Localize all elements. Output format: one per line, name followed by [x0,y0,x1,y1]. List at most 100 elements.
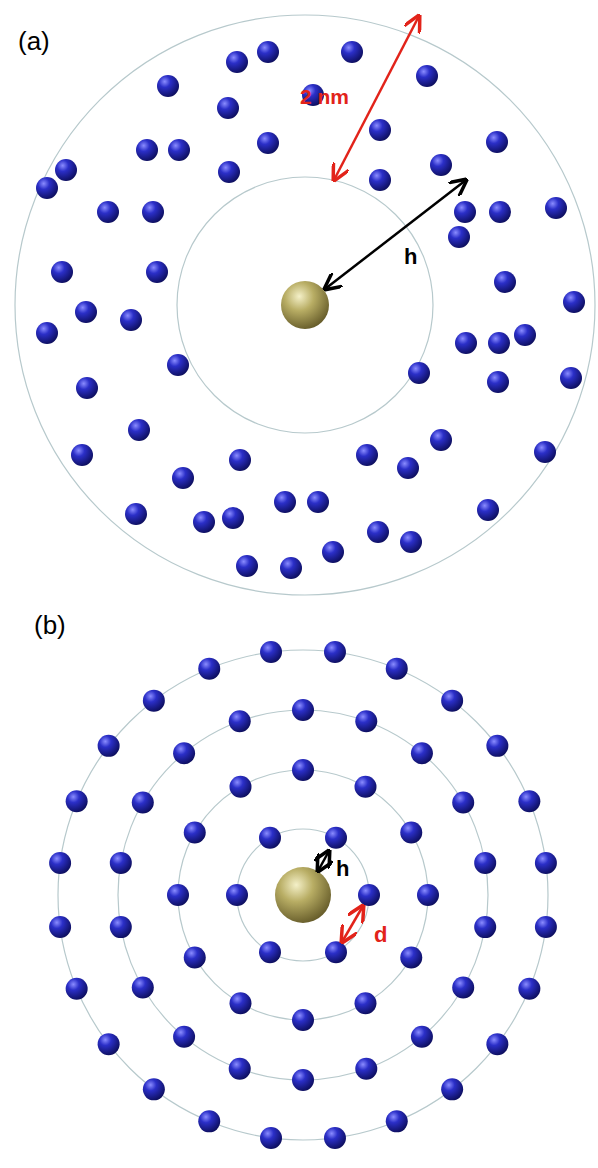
blue-particle [257,41,279,63]
blue-particle [36,322,58,344]
blue-particle [236,555,258,577]
blue-particle [260,641,282,663]
blue-particle [259,941,281,963]
blue-particle [560,367,582,389]
blue-particle [486,131,508,153]
blue-particle [217,97,239,119]
blue-particle [486,1033,508,1055]
blue-particle [173,742,195,764]
blue-particle [411,1026,433,1048]
blue-particle [325,941,347,963]
blue-particle [386,1110,408,1132]
blue-particle [417,884,439,906]
blue-particle [441,690,463,712]
blue-particle [146,261,168,283]
blue-particle [75,301,97,323]
spacing-arrow [342,906,363,942]
blue-particle [324,1127,346,1149]
blue-particle [454,201,476,223]
blue-particle [51,261,73,283]
blue-particle [563,291,585,313]
blue-particle [400,531,422,553]
blue-particle [355,776,377,798]
blue-particle [322,541,344,563]
blue-particle [489,201,511,223]
spacing-label: d [374,924,387,946]
blue-particle [280,557,302,579]
blue-particle [477,499,499,521]
blue-particle [98,735,120,757]
blue-particle [356,444,378,466]
blue-particle [136,139,158,161]
blue-particle [488,332,510,354]
blue-particle [474,916,496,938]
ring [178,770,428,1020]
blue-particle [341,41,363,63]
blue-particle [132,977,154,999]
blue-particle [76,377,98,399]
blue-particle [452,792,474,814]
blue-particle [184,822,206,844]
blue-particle [400,947,422,969]
blue-particle [386,658,408,680]
blue-particle [514,324,536,346]
blue-particle [128,419,150,441]
blue-particle [358,884,380,906]
blue-particle [198,1110,220,1132]
blue-particle [49,852,71,874]
blue-particle [430,429,452,451]
gold-particle [281,281,329,329]
blue-particle [534,441,556,463]
blue-particle [167,354,189,376]
blue-particle [143,690,165,712]
blue-particle [230,992,252,1014]
blue-particle [167,884,189,906]
blue-particle [230,776,252,798]
distance-arrow [325,180,466,289]
outer-circle [15,15,595,595]
blue-particle [369,169,391,191]
blue-particle [120,309,142,331]
blue-particle [110,916,132,938]
blue-particle [411,742,433,764]
blue-particle [397,457,419,479]
blue-particle [416,65,438,87]
blue-particle [367,521,389,543]
blue-particle [545,197,567,219]
ring [237,829,369,961]
blue-particle [355,710,377,732]
blue-particle [168,139,190,161]
gold-particle [275,867,331,923]
blue-particle [535,916,557,938]
blue-particle [173,1026,195,1048]
blue-particle [229,449,251,471]
blue-particle [66,978,88,1000]
blue-particle [518,790,540,812]
blue-particle [257,132,279,154]
blue-particle [36,177,58,199]
blue-particle [229,1058,251,1080]
blue-particle [355,992,377,1014]
dimension-label: 2 nm [300,86,349,107]
blue-particle [142,201,164,223]
blue-particle [184,947,206,969]
blue-particle [400,822,422,844]
blue-particle [292,1009,314,1031]
blue-particle [198,658,220,680]
distance-arrow [318,851,329,871]
blue-particle [193,511,215,533]
inner-circle [177,177,433,433]
blue-particle [226,51,248,73]
blue-particle [455,332,477,354]
blue-particle [218,161,240,183]
blue-particle [535,852,557,874]
blue-particle [292,1069,314,1091]
blue-particle [71,444,93,466]
blue-particle [143,1078,165,1100]
blue-particle [494,271,516,293]
distance-label: h [404,246,417,268]
blue-particle [369,119,391,141]
ring [58,650,548,1140]
blue-particle [441,1078,463,1100]
